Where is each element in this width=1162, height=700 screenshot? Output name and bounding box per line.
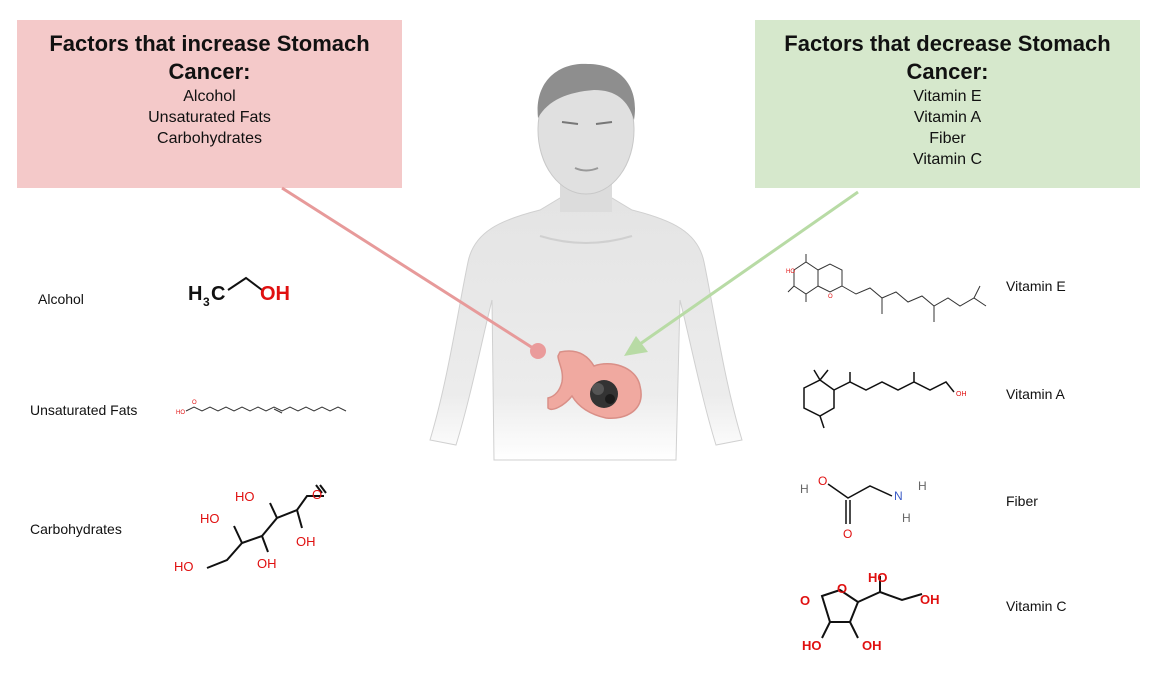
increase-connector xyxy=(281,186,546,359)
fatty-acid-o: O xyxy=(192,400,197,406)
fiber-o-top: O xyxy=(818,474,827,488)
ethanol-subscript: 3 xyxy=(203,295,210,309)
fiber-structure: H O O N H H xyxy=(800,474,927,541)
increase-item-carbohydrates: Carbohydrates xyxy=(157,130,262,147)
vitamin-e-ho: HO xyxy=(786,269,795,275)
decrease-item-fiber: Fiber xyxy=(929,130,966,147)
vitamin-c-ho-bl: HO xyxy=(802,638,822,653)
increase-factors-box: Factors that increase Stomach Cancer: Al… xyxy=(17,20,402,188)
increase-item-alcohol: Alcohol xyxy=(183,88,236,105)
label-alcohol: Alcohol xyxy=(38,291,84,307)
torso-figure xyxy=(429,63,743,461)
vitamin-c-o-ketone: O xyxy=(800,593,810,608)
ethanol-c: C xyxy=(211,283,225,305)
decrease-factors-box: Factors that decrease Stomach Cancer: Vi… xyxy=(755,20,1140,188)
carb-oh-right: OH xyxy=(296,534,316,549)
vitamin-e-structure: HO O xyxy=(786,254,987,322)
decrease-arrow xyxy=(624,190,859,356)
vitamin-c-oh-br: OH xyxy=(862,638,882,653)
fiber-h-top: H xyxy=(800,482,809,496)
label-carbohydrates: Carbohydrates xyxy=(30,521,122,537)
ethanol-h: H xyxy=(188,283,202,305)
carbohydrate-structure: HO HO HO OH OH O xyxy=(174,484,327,574)
vitamin-a-oh: OH xyxy=(956,391,967,398)
fiber-n: N xyxy=(894,489,903,503)
vitamin-c-o-ring: O xyxy=(837,581,847,596)
fiber-o-bottom: O xyxy=(843,527,852,541)
vitamin-e-o: O xyxy=(828,294,833,300)
carb-ho-top: HO xyxy=(235,489,255,504)
fatty-acid-structure: HO O xyxy=(176,400,347,416)
stomach-icon xyxy=(547,350,642,419)
ethanol-structure: H 3 C OH xyxy=(188,276,290,309)
label-vitamin-e: Vitamin E xyxy=(1006,278,1066,294)
increase-item-unsaturated-fats: Unsaturated Fats xyxy=(148,109,271,126)
ethanol-oh: OH xyxy=(260,283,290,305)
label-fiber: Fiber xyxy=(1006,493,1038,509)
carb-ho-bottom: HO xyxy=(174,559,194,574)
carb-ho-left: HO xyxy=(200,511,220,526)
fiber-h-n1: H xyxy=(918,479,927,493)
decrease-item-vitamin-a: Vitamin A xyxy=(913,109,982,126)
carb-oh-bottom: OH xyxy=(257,556,277,571)
fatty-acid-ho: HO xyxy=(176,410,185,416)
vitamin-c-structure: O O HO OH HO OH xyxy=(800,570,940,653)
vitamin-c-oh-right: OH xyxy=(920,592,940,607)
fiber-h-n2: H xyxy=(902,511,911,525)
vitamin-c-oh-top: HO xyxy=(868,570,888,585)
decrease-item-vitamin-c: Vitamin C xyxy=(912,151,983,168)
vitamin-a-structure: OH xyxy=(803,369,967,429)
label-vitamin-c: Vitamin C xyxy=(1006,598,1067,614)
label-vitamin-a: Vitamin A xyxy=(1006,386,1065,402)
carb-aldehyde-o: O xyxy=(312,487,322,502)
label-unsaturated-fats: Unsaturated Fats xyxy=(30,402,138,418)
decrease-box-title: Factors that decrease Stomach Cancer: xyxy=(784,31,1111,84)
increase-box-title: Factors that increase Stomach Cancer: xyxy=(49,31,370,84)
decrease-item-vitamin-e: Vitamin E xyxy=(913,88,982,105)
